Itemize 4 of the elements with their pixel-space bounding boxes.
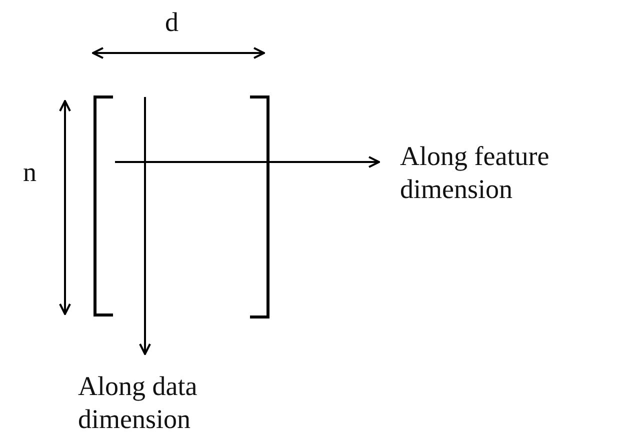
axis-label: Along data dimension: [78, 370, 198, 436]
dimension-label: d: [165, 6, 178, 39]
dimension-label: n: [23, 156, 36, 189]
axis-label: Along feature dimension: [400, 140, 550, 206]
